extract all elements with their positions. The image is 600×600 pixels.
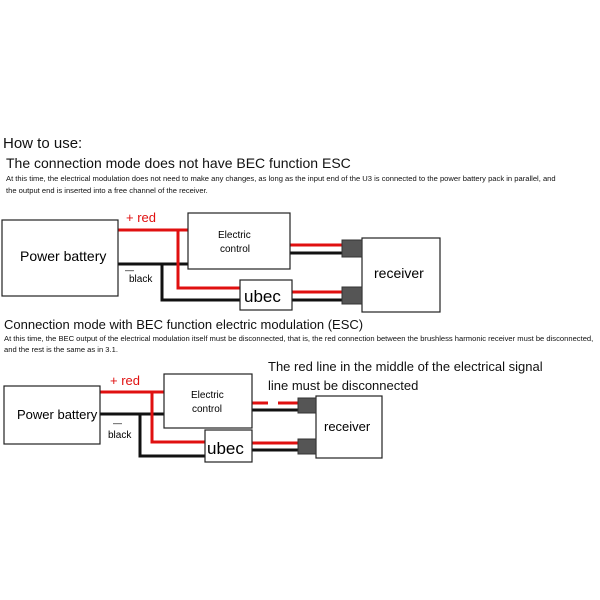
diagram2-red-wire-battery — [100, 390, 205, 444]
diagram2-electric-control-label-1: Electric — [191, 390, 224, 401]
section2-description-line1: At this time, the BEC output of the elec… — [4, 334, 594, 343]
diagram1-receiver-box — [361, 237, 441, 313]
diagram1-connector-top — [341, 239, 363, 258]
diagram2-connector-top — [297, 397, 317, 414]
diagram2-power-battery-label: Power battery — [17, 407, 98, 422]
diagram1-electric-control-label-2: control — [220, 244, 250, 255]
section1-description-line2: the output end is inserted into a free c… — [6, 186, 208, 195]
section1-title: The connection mode does not have BEC fu… — [6, 155, 351, 171]
diagram2-receiver-label: receiver — [324, 419, 371, 434]
diagram1-power-battery-box — [1, 219, 119, 297]
diagram1-black-wires — [118, 251, 342, 302]
diagram2-ubec-label: ubec — [207, 439, 244, 458]
diagram1-black-label: black — [129, 274, 153, 285]
page-heading: How to use: — [3, 135, 83, 152]
diagram2-ubec-box — [204, 429, 253, 463]
diagram1-power-battery-label: Power battery — [20, 248, 106, 264]
diagram1-red-label: + red — [126, 210, 156, 225]
section2-title: Connection mode with BEC function electr… — [4, 317, 364, 332]
section2-note-line2: line must be disconnected — [268, 378, 419, 393]
diagram2-connector-bottom — [297, 438, 317, 455]
diagram1-black-minus: — — [125, 265, 134, 275]
diagram2-power-battery-box — [3, 385, 101, 445]
diagram2-electric-control-box — [163, 373, 253, 429]
diagram1-ubec-label: ubec — [244, 287, 281, 306]
section1-description-line1: At this time, the electrical modulation … — [6, 174, 556, 183]
diagram2-red-label: + red — [110, 373, 140, 388]
diagram2-black-wire-battery — [100, 412, 205, 458]
section2-note-line1: The red line in the middle of the electr… — [268, 359, 543, 374]
diagram1-connector-bottom — [341, 286, 363, 305]
diagram2-red-wires — [100, 390, 298, 445]
diagram1-electric-control-box — [187, 212, 291, 270]
diagram2-black-label: black — [108, 430, 132, 441]
diagram2-electric-control-label-2: control — [192, 404, 222, 415]
diagram1-ubec-box — [239, 279, 293, 311]
diagram1-red-wire-battery — [118, 228, 240, 290]
diagram1-red-wires — [118, 228, 342, 294]
diagram1-electric-control-label-1: Electric — [218, 230, 251, 241]
diagram1-receiver-label: receiver — [374, 265, 424, 281]
diagram2-black-minus: — — [113, 418, 122, 428]
diagram1-black-wire-battery — [118, 262, 240, 302]
section2-description-line2: and the rest is the same as in 3.1. — [4, 345, 118, 354]
diagram2-receiver-box — [315, 395, 383, 459]
